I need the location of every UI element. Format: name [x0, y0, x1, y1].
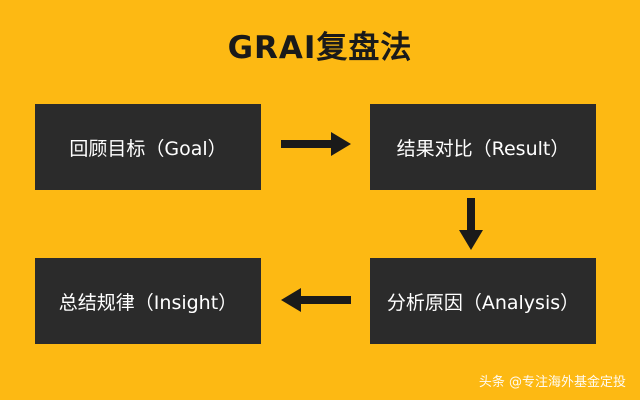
step-goal-label: 回顾目标（Goal） — [69, 137, 227, 160]
step-result-box: 结果对比（Result） — [370, 104, 596, 190]
arrow-right-icon — [281, 132, 351, 156]
step-goal-box: 回顾目标（Goal） — [35, 104, 261, 190]
diagram-title: GRAI复盘法 — [227, 30, 413, 66]
step-result-label: 结果对比（Result） — [396, 137, 570, 160]
arrow-down-icon — [459, 198, 483, 250]
step-analysis-box: 分析原因（Analysis） — [370, 258, 596, 344]
arrow-left-icon — [281, 288, 351, 312]
step-insight-label: 总结规律（Insight） — [58, 291, 238, 314]
step-analysis-label: 分析原因（Analysis） — [386, 291, 580, 314]
step-insight-box: 总结规律（Insight） — [35, 258, 261, 344]
watermark: 头条 @专注海外基金定投 — [478, 375, 626, 390]
